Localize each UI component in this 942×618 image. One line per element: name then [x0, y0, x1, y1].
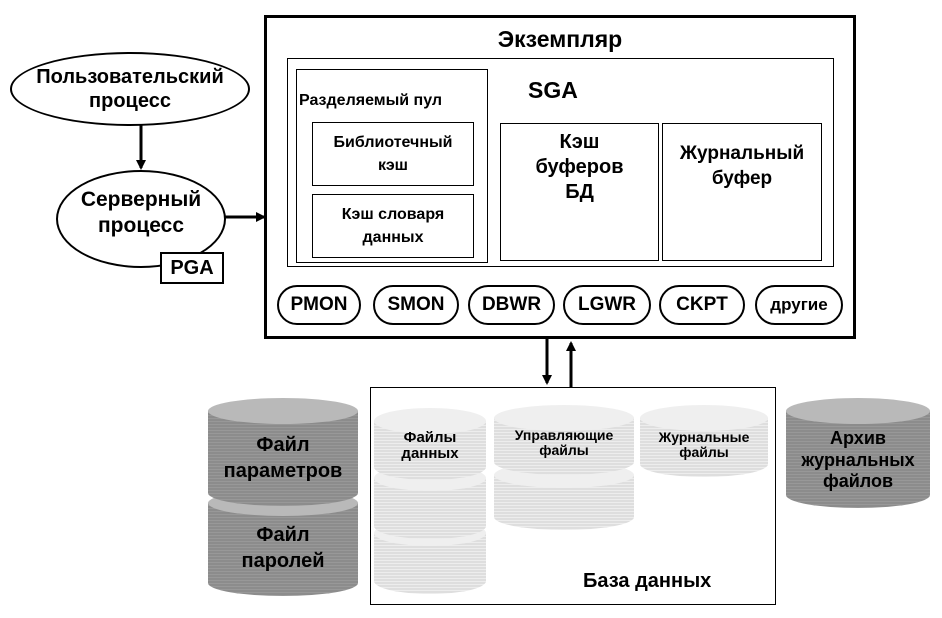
- control-files-label: Управляющие файлы: [514, 427, 614, 458]
- user-process-label: Пользовательский процесс: [36, 66, 224, 112]
- process-smon: SMON: [373, 285, 459, 325]
- password-file-label: Файл паролей: [241, 524, 325, 572]
- process-dbwr-label: DBWR: [481, 294, 542, 315]
- process-dbwr: DBWR: [468, 285, 555, 325]
- dictionary-cache-label: Кэш словаря данных: [341, 205, 445, 246]
- shared-pool-box: Разделяемый пул Библиотечный кэш Кэш сло…: [296, 69, 488, 263]
- process-pmon: PMON: [277, 285, 361, 325]
- database-label: База данных: [583, 570, 712, 592]
- library-cache-label: Библиотечный кэш: [333, 133, 453, 174]
- parameter-file-cylinder: [208, 398, 358, 506]
- instance-box: Экземпляр SGA Разделяемый пул Библиотечн…: [264, 15, 856, 339]
- dictionary-cache-box: Кэш словаря данных: [312, 194, 474, 258]
- archive-logs-label: Архив журнальных файлов: [801, 428, 915, 492]
- process-other: другие: [755, 285, 843, 325]
- process-ckpt-label: CKPT: [676, 294, 728, 315]
- process-smon-label: SMON: [387, 294, 445, 315]
- process-lgwr-label: LGWR: [577, 294, 637, 315]
- db-buffer-cache-box: Кэш буферов БД: [500, 123, 659, 261]
- pga-box: PGA: [160, 252, 224, 284]
- pga-label: PGA: [170, 256, 214, 279]
- redo-log-cylinder: [640, 405, 768, 477]
- redo-log-files-label: Журнальные файлы: [658, 429, 750, 460]
- control-file-cylinder-2: [494, 462, 634, 530]
- user-process-ellipse: Пользовательский процесс: [10, 52, 250, 126]
- parameter-file-label: Файл параметров: [223, 434, 343, 482]
- data-files-label: Файлы данных: [401, 429, 459, 462]
- library-cache-box: Библиотечный кэш: [312, 122, 474, 186]
- process-ckpt: CKPT: [659, 285, 745, 325]
- sga-label: SGA: [528, 77, 578, 103]
- instance-title: Экземпляр: [497, 26, 623, 52]
- redo-log-buffer-box: Журнальный буфер: [662, 123, 822, 261]
- sga-region: SGA Разделяемый пул Библиотечный кэш Кэш…: [287, 58, 834, 267]
- data-file-cylinder-1: [374, 408, 486, 480]
- process-other-label: другие: [770, 295, 828, 314]
- db-buffer-cache-label: Кэш буферов БД: [535, 131, 624, 203]
- shared-pool-label: Разделяемый пул: [299, 92, 443, 109]
- archive-logs-cylinder: [786, 398, 930, 508]
- password-file-cylinder: [208, 490, 358, 596]
- process-pmon-label: PMON: [290, 294, 348, 315]
- server-process-label: Серверный процесс: [80, 187, 202, 237]
- control-file-cylinder-1: [494, 405, 634, 475]
- data-file-cylinder-2: [374, 465, 486, 539]
- redo-log-buffer-label: Журнальный буфер: [679, 143, 805, 189]
- server-process-ellipse: Серверный процесс: [56, 170, 226, 268]
- process-lgwr: LGWR: [563, 285, 651, 325]
